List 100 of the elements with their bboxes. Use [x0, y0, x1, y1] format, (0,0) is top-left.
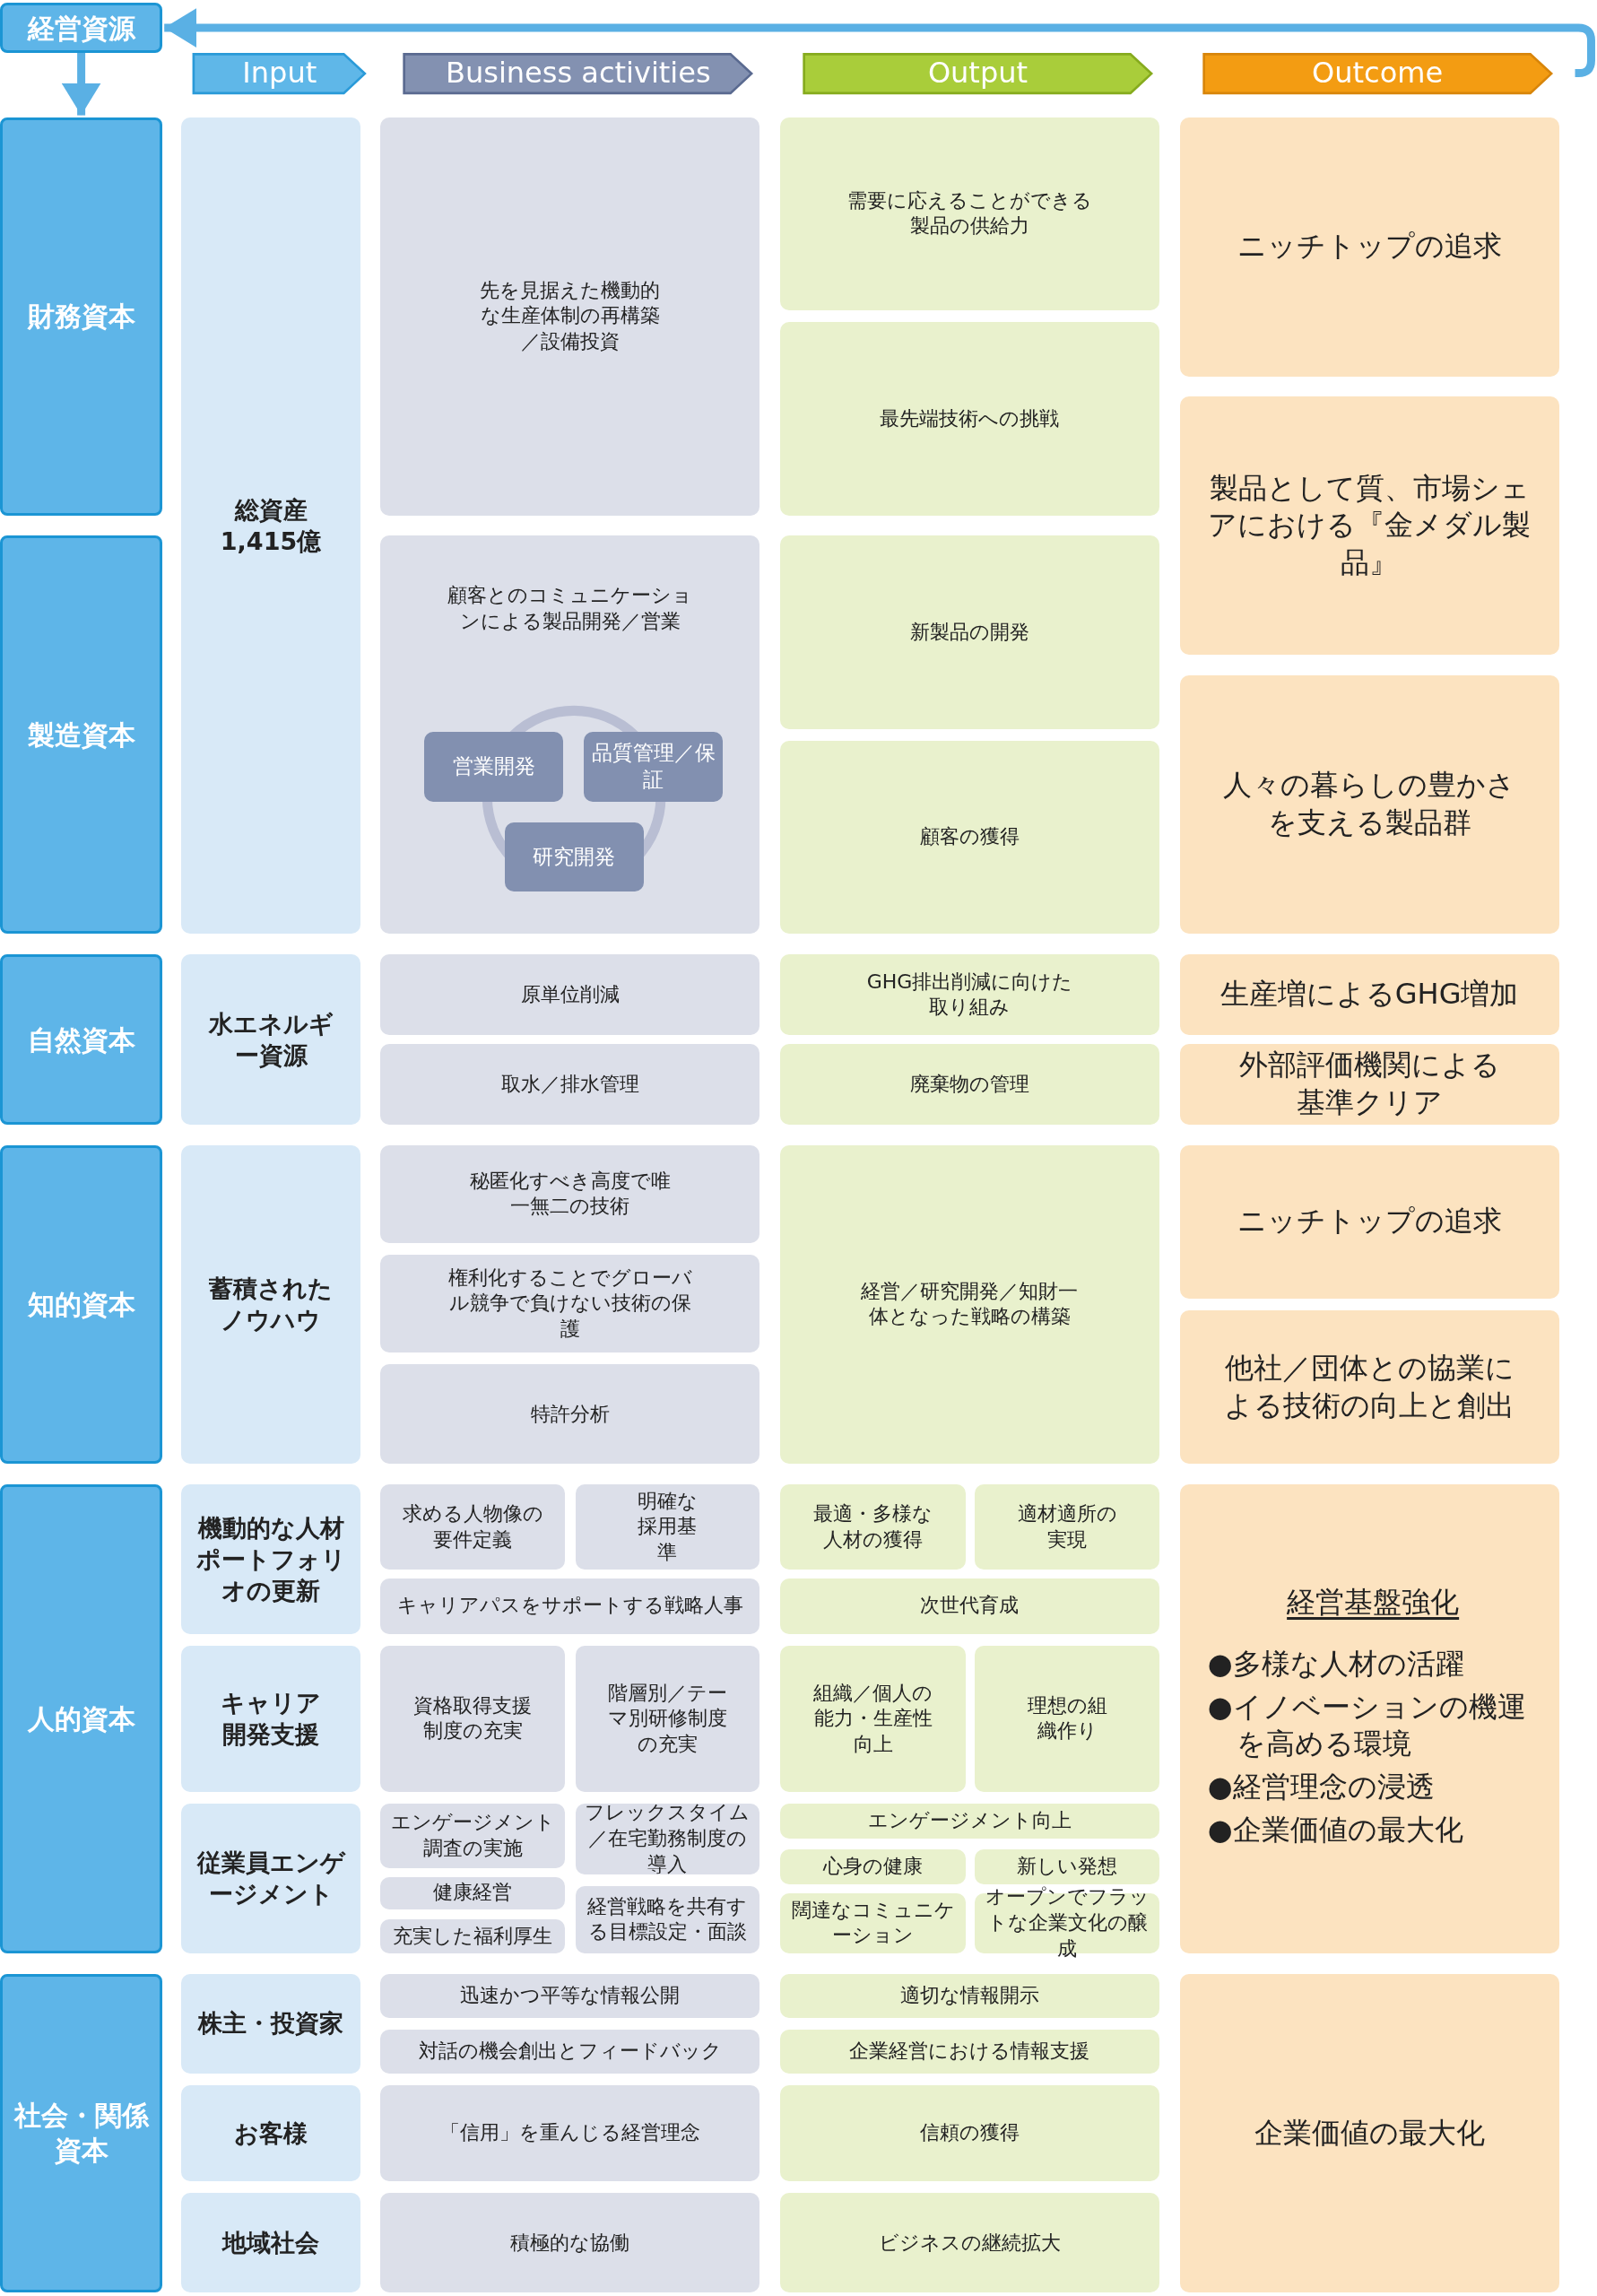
output-box: [780, 954, 1159, 1036]
function-box: [504, 822, 644, 891]
output-box: [975, 1848, 1159, 1884]
box-label: 自然資本: [27, 1022, 135, 1057]
box-label: 先を見据えた機動的な生産体制の再構築／設備投資: [479, 277, 662, 354]
box-label: 原単位削減: [520, 981, 620, 1007]
activity-box: [380, 1804, 566, 1868]
output-box: [780, 1645, 967, 1793]
output-box: [975, 1484, 1159, 1570]
box-label: 企業経営における情報支援: [849, 2038, 1090, 2064]
capital-box: [0, 954, 163, 1125]
box-label: 廃棄物の管理: [910, 1071, 1029, 1097]
bullet-item: ●企業価値の最大化: [1207, 1811, 1464, 1848]
box-label: 「信用」を重んじる経営理念: [439, 2120, 700, 2146]
activity-box: [380, 1043, 760, 1125]
header-label: Outcome: [1312, 54, 1444, 91]
box-label: 積極的な協働: [510, 2230, 630, 2256]
box-label: 信頼の獲得: [920, 2120, 1020, 2146]
box-label: 新しい発想: [1017, 1854, 1118, 1880]
box-label: 経営資源: [27, 11, 135, 46]
box-label: 理想の組織作り: [1026, 1692, 1108, 1744]
activity-box: [380, 1645, 566, 1793]
output-box: [780, 2029, 1159, 2074]
outcome-box: [1179, 1043, 1559, 1125]
box-label: ニッチトップの追求: [1237, 228, 1502, 265]
box-label: 企業価値の最大化: [1254, 2114, 1485, 2152]
box-label: 社会・関係資本: [13, 2099, 150, 2169]
output-box: [780, 2084, 1159, 2182]
resource-box: [0, 3, 163, 53]
box-label: ニッチトップの追求: [1237, 1203, 1502, 1240]
capital-box: [0, 535, 163, 935]
outcome-box: [1179, 1484, 1559, 1953]
box-label: エンゲージメント調査の実施: [389, 1810, 556, 1862]
box-label: 蓄積されたノウハウ: [208, 1274, 334, 1336]
capital-box: [0, 1484, 163, 1953]
box-label: 外部評価機関による基準クリア: [1237, 1047, 1501, 1121]
box-label: 営業開発: [452, 753, 535, 780]
output-box: [780, 322, 1159, 516]
box-label: 闊達なコミュニケーション: [790, 1897, 956, 1949]
activity-box: [380, 1919, 566, 1953]
box-label: 需要に応えることができる製品の供給力: [846, 187, 1093, 239]
capital-box: [0, 117, 163, 516]
box-label: 取水／排水管理: [500, 1071, 639, 1097]
input-box: [181, 1973, 360, 2074]
box-label: エンゲージメント向上: [868, 1808, 1072, 1834]
outcome-box: [1179, 1144, 1559, 1299]
box-label: 経営／研究開発／知財一体となった戦略の構築: [860, 1278, 1080, 1330]
box-label: キャリア開発支援: [220, 1688, 322, 1751]
outcome-box: [1179, 954, 1559, 1036]
box-label: 1,415億: [220, 526, 322, 558]
input-box: [181, 1804, 360, 1953]
activity-box: [380, 1578, 760, 1634]
outcome-box: [1179, 1310, 1559, 1465]
box-label: 適材適所の実現: [1016, 1501, 1118, 1552]
activity-box: [380, 1484, 566, 1570]
activity-box: [380, 2193, 760, 2293]
box-label: 新製品の開発: [910, 619, 1029, 645]
output-box: [780, 1578, 1159, 1634]
box-label: 人的資本: [27, 1702, 135, 1736]
box-label: 求める人物像の要件定義: [401, 1501, 544, 1552]
box-label: フレックスタイム／在宅勤務制度の導入: [584, 1800, 751, 1877]
outcome-box: [1179, 1973, 1559, 2293]
box-label: 機動的な人材ポートフォリオの更新: [195, 1512, 347, 1607]
input-box: [181, 1645, 360, 1793]
header-label: Business activities: [446, 54, 711, 91]
box-label: 水エネルギー資源: [207, 1008, 334, 1071]
output-box: [780, 1484, 967, 1570]
input-box: [181, 2084, 360, 2182]
box-label: 生産増によるGHG増加: [1219, 976, 1519, 1013]
output-box: [780, 1973, 1159, 2018]
box-label: 製造資本: [27, 718, 135, 752]
box-label: 地域社会: [222, 2228, 319, 2259]
input-box: [181, 2193, 360, 2293]
box-label: 総資産: [234, 494, 308, 526]
box-label: 最先端技術への挑戦: [880, 405, 1060, 431]
flow-arrow: [164, 8, 1595, 78]
box-label: 品質管理／保証: [591, 740, 716, 794]
box-label: 顧客の獲得: [920, 824, 1020, 850]
box-label: 対話の機会創出とフィードバック: [418, 2038, 722, 2064]
box-label: 人々の暮らしの豊かさを支える製品群: [1222, 767, 1517, 841]
output-box: [780, 1043, 1159, 1125]
box-label: GHG排出削減に向けた取り組み: [865, 969, 1074, 1021]
box-label: 次世代育成: [920, 1593, 1020, 1619]
box-label: 特許分析: [530, 1401, 610, 1427]
box-label: 経営戦略を共有する目標設定・面談: [586, 1893, 749, 1945]
bullet-item: ●多様な人材の活躍: [1207, 1646, 1465, 1683]
box-label: 階層別／テーマ別研修制度の充実: [606, 1680, 728, 1757]
activity-box: [380, 2084, 760, 2182]
outcome-box: [1179, 674, 1559, 935]
input-box: [181, 1484, 360, 1634]
activity-box: [380, 1973, 760, 2018]
output-box: [780, 1144, 1159, 1465]
bullet-item: ●経営理念の浸透: [1207, 1769, 1436, 1806]
activity-box: [380, 1144, 760, 1243]
input-box: [181, 117, 360, 935]
box-label: 明確な採用基準: [636, 1488, 699, 1565]
output-box: [780, 2193, 1159, 2293]
box-label: 研究開発: [533, 843, 616, 870]
box-label: 最適・多様な人材の獲得: [812, 1501, 934, 1552]
box-label: 秘匿化すべき高度で唯一無二の技術: [468, 1168, 672, 1220]
